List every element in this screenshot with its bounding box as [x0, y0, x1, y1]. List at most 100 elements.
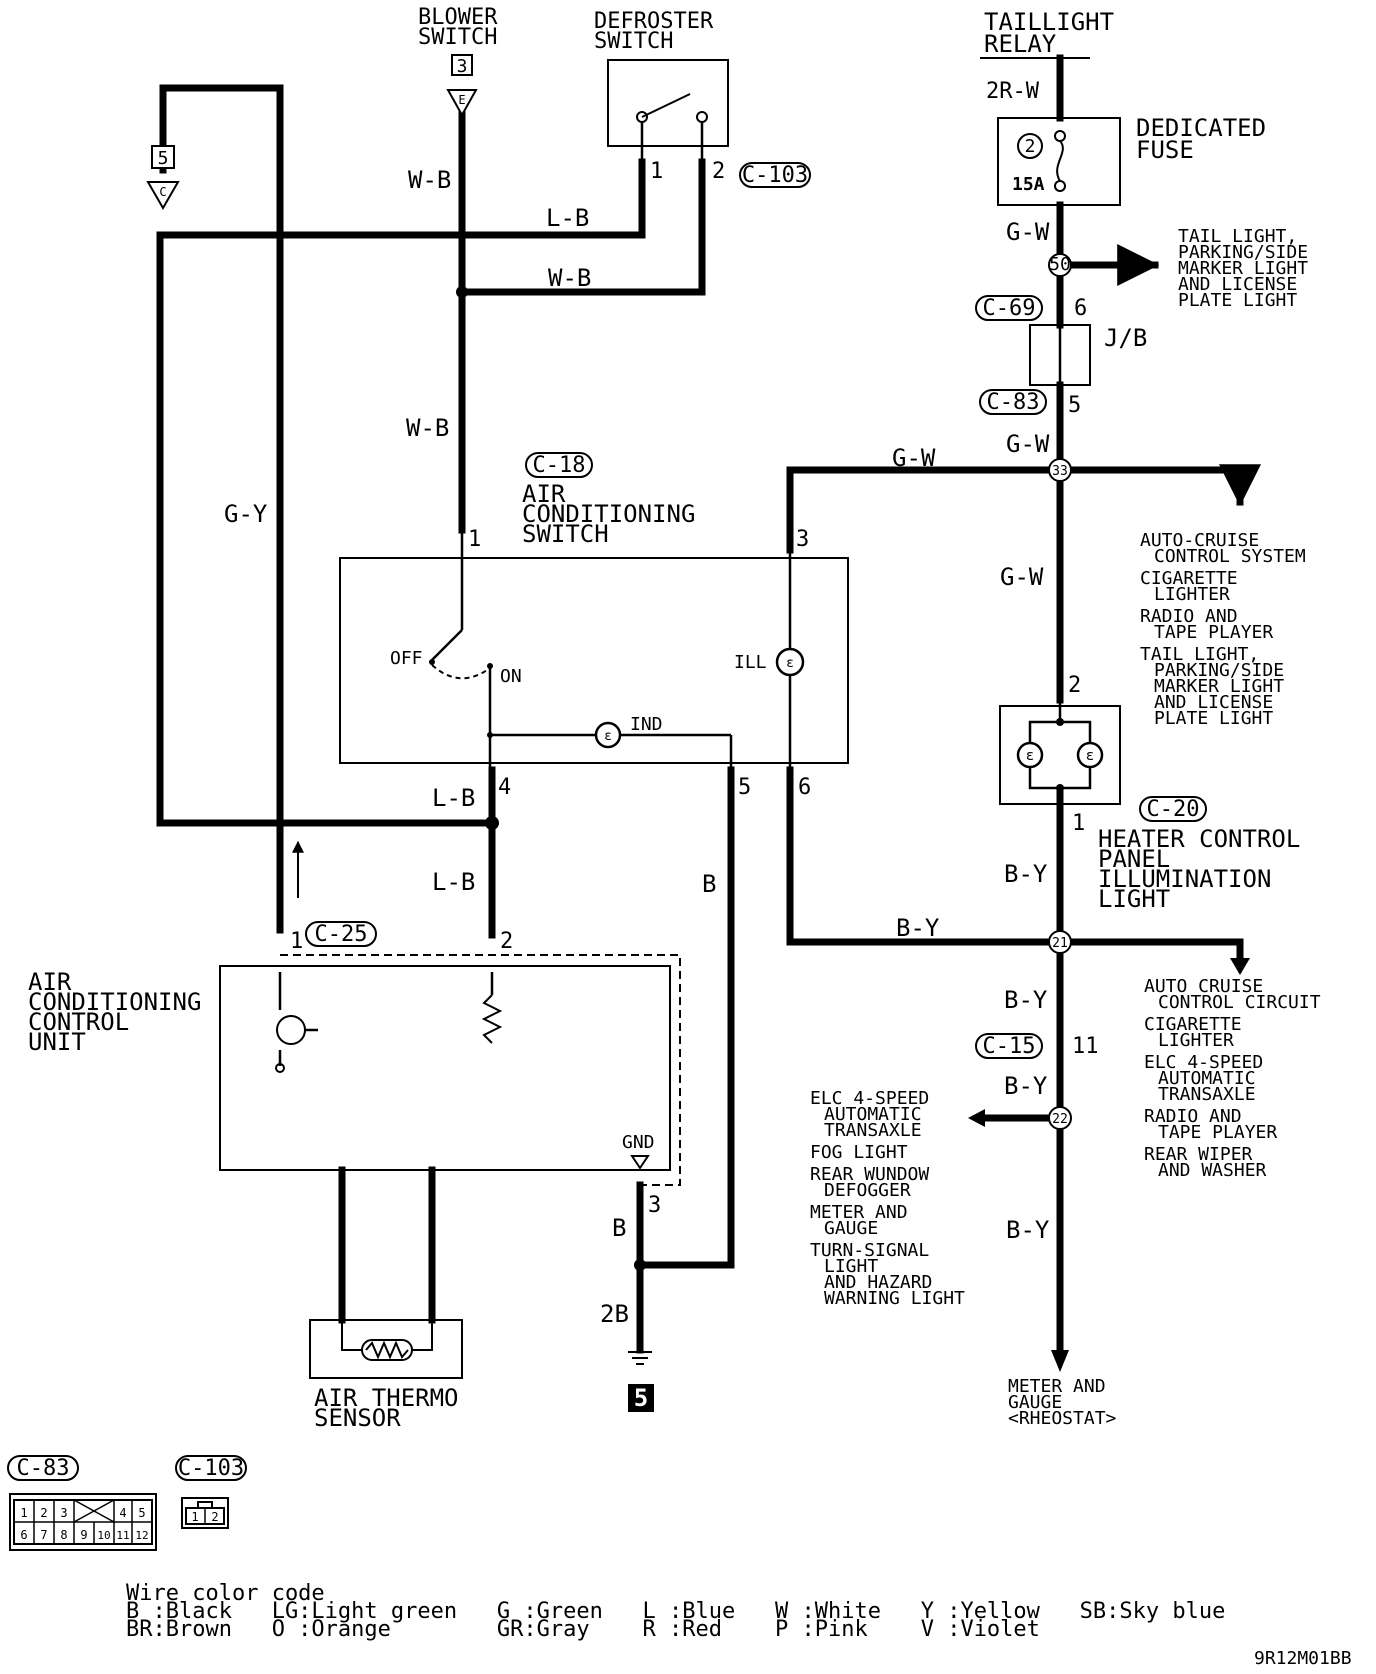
svg-text:REAR WIPER: REAR WIPER [1144, 1144, 1253, 1165]
svg-text:1: 1 [1072, 811, 1085, 836]
svg-text:C-83: C-83 [987, 390, 1040, 415]
svg-text:8: 8 [60, 1528, 67, 1542]
svg-text:ILLUMINATION: ILLUMINATION [1098, 865, 1271, 893]
wire-color-code: Wire color code B :Black LG:Light green … [126, 1581, 1225, 1642]
svg-text:ε: ε [786, 656, 794, 671]
svg-text:TAPE PLAYER: TAPE PLAYER [1158, 1122, 1277, 1143]
svg-text:10: 10 [97, 1529, 110, 1542]
svg-text:1: 1 [290, 929, 303, 954]
figure-id: 9R12M01BB [1254, 1648, 1352, 1669]
junction-block: C-69 6 J/B C-83 5 [975, 295, 1147, 418]
svg-text:2: 2 [712, 159, 725, 184]
svg-text:GAUGE: GAUGE [824, 1218, 878, 1239]
svg-text:CONDITIONING: CONDITIONING [28, 988, 201, 1016]
svg-text:1: 1 [650, 159, 663, 184]
svg-text:RADIO AND: RADIO AND [1144, 1106, 1242, 1127]
label-lb-3: L-B [432, 868, 475, 896]
svg-text:IND: IND [630, 714, 663, 735]
label-lb-1: L-B [546, 204, 589, 232]
svg-text:LIGHT: LIGHT [1098, 885, 1170, 913]
label-gw-4: G-W [1000, 563, 1044, 591]
svg-text:11: 11 [1072, 1034, 1099, 1059]
svg-text:UNIT: UNIT [28, 1028, 86, 1056]
wire-gy-loop [159, 84, 284, 934]
wire-branch-22 [968, 1109, 1064, 1127]
svg-text:2: 2 [211, 1510, 218, 1524]
defroster-switch: DEFROSTER SWITCH 1 2 C-103 [594, 9, 811, 188]
svg-text:ILL: ILL [734, 652, 767, 673]
svg-text:Wire color code: Wire color code [126, 1581, 325, 1606]
label-by-4: B-Y [1004, 1072, 1048, 1100]
label-wb-2: W-B [548, 264, 591, 292]
heater-control-panel: 2 ε ε 1 C-20 HEATER CONTROL PANEL ILLUMI… [999, 673, 1300, 913]
svg-text:LIGHT: LIGHT [824, 1256, 878, 1277]
svg-text:AND LICENSE: AND LICENSE [1154, 692, 1273, 713]
svg-text:SENSOR: SENSOR [314, 1404, 401, 1432]
taillight-relay: TAILLIGHT RELAY 2R-W [980, 8, 1114, 104]
svg-text:WARNING LIGHT: WARNING LIGHT [824, 1288, 965, 1309]
svg-text:ON: ON [500, 666, 522, 687]
svg-text:TAPE PLAYER: TAPE PLAYER [1154, 622, 1273, 643]
svg-text:AND WASHER: AND WASHER [1158, 1160, 1267, 1181]
connector-c15: C-15 11 [975, 1033, 1099, 1059]
splice-22: 22 [1048, 1106, 1072, 1130]
dest-list-j33: AUTO-CRUISE CONTROL SYSTEM CIGARETTE LIG… [1140, 530, 1306, 729]
label-by-3: B-Y [1004, 986, 1048, 1014]
svg-text:C-69: C-69 [983, 296, 1036, 321]
svg-text:CONTROL: CONTROL [28, 1008, 129, 1036]
label-lb-2: L-B [432, 784, 475, 812]
wire-meter-arrow [1051, 1350, 1069, 1372]
svg-text:RADIO AND: RADIO AND [1140, 606, 1238, 627]
svg-text:9: 9 [80, 1528, 87, 1542]
svg-text:OFF: OFF [390, 648, 423, 669]
svg-text:J/B: J/B [1104, 324, 1147, 352]
svg-text:AUTO CRUISE: AUTO CRUISE [1144, 976, 1263, 997]
svg-text:HEATER CONTROL: HEATER CONTROL [1098, 825, 1300, 853]
wire-branch-33 [1056, 464, 1261, 507]
svg-text:AIR: AIR [28, 968, 72, 996]
svg-text:TRANSAXLE: TRANSAXLE [824, 1120, 922, 1141]
svg-text:TAILLIGHT: TAILLIGHT [984, 8, 1114, 36]
svg-text:LIGHTER: LIGHTER [1154, 584, 1230, 605]
svg-text:BLOWER: BLOWER [418, 5, 498, 30]
svg-text:E: E [458, 93, 465, 107]
svg-text:2: 2 [1025, 136, 1036, 157]
svg-text:11: 11 [116, 1529, 129, 1542]
svg-text:AND LICENSE: AND LICENSE [1178, 274, 1297, 295]
svg-text:MARKER LIGHT: MARKER LIGHT [1178, 258, 1308, 279]
junction-dot-wb [456, 286, 468, 298]
svg-text:C-20: C-20 [1147, 797, 1200, 822]
wire-wb-defroster [458, 158, 706, 296]
dest-meter: METER AND GAUGE <RHEOSTAT> [1008, 1376, 1117, 1429]
svg-text:33: 33 [1052, 464, 1068, 479]
dedicated-fuse: 2 15A DEDICATED FUSE [997, 114, 1266, 206]
blower-switch: BLOWER SWITCH 3 E [418, 5, 498, 118]
label-by-2: B-Y [896, 914, 940, 942]
svg-text:ELC 4-SPEED: ELC 4-SPEED [1144, 1052, 1263, 1073]
svg-text:ε: ε [1026, 748, 1034, 764]
svg-text:3: 3 [60, 1506, 67, 1520]
dest-list-j22: ELC 4-SPEED AUTOMATIC TRANSAXLE FOG LIGH… [810, 1088, 965, 1309]
label-wb-1: W-B [408, 166, 451, 194]
junction-dot-b [634, 1259, 646, 1271]
svg-text:AIR: AIR [522, 480, 566, 508]
splice-33: 33 [1048, 458, 1072, 482]
splice-50: 50 [1048, 253, 1072, 277]
label-2b: 2B [600, 1300, 629, 1328]
label-gw-1: G-W [1006, 218, 1050, 246]
svg-text:3: 3 [648, 1193, 661, 1218]
svg-text:1: 1 [468, 527, 481, 552]
ac-switch: C-18 AIR CONDITIONING SWITCH 1 3 OFF ON … [339, 452, 849, 800]
svg-text:PARKING/SIDE: PARKING/SIDE [1178, 242, 1308, 263]
svg-text:PLATE LIGHT: PLATE LIGHT [1178, 290, 1297, 311]
label-gy: G-Y [224, 500, 268, 528]
svg-text:7: 7 [40, 1528, 47, 1542]
svg-text:5: 5 [158, 148, 169, 169]
svg-text:TAIL LIGHT,: TAIL LIGHT, [1140, 644, 1259, 665]
svg-text:BR:Brown O :Orange GR: BR:Brown O :Orange GR:Gray R :Red P :Pin… [126, 1617, 1040, 1642]
svg-text:MARKER LIGHT: MARKER LIGHT [1154, 676, 1284, 697]
junction-dot-lb [485, 816, 499, 830]
svg-text:C: C [159, 185, 166, 199]
label-b-1: B [702, 870, 716, 898]
svg-text:GAUGE: GAUGE [1008, 1392, 1062, 1413]
